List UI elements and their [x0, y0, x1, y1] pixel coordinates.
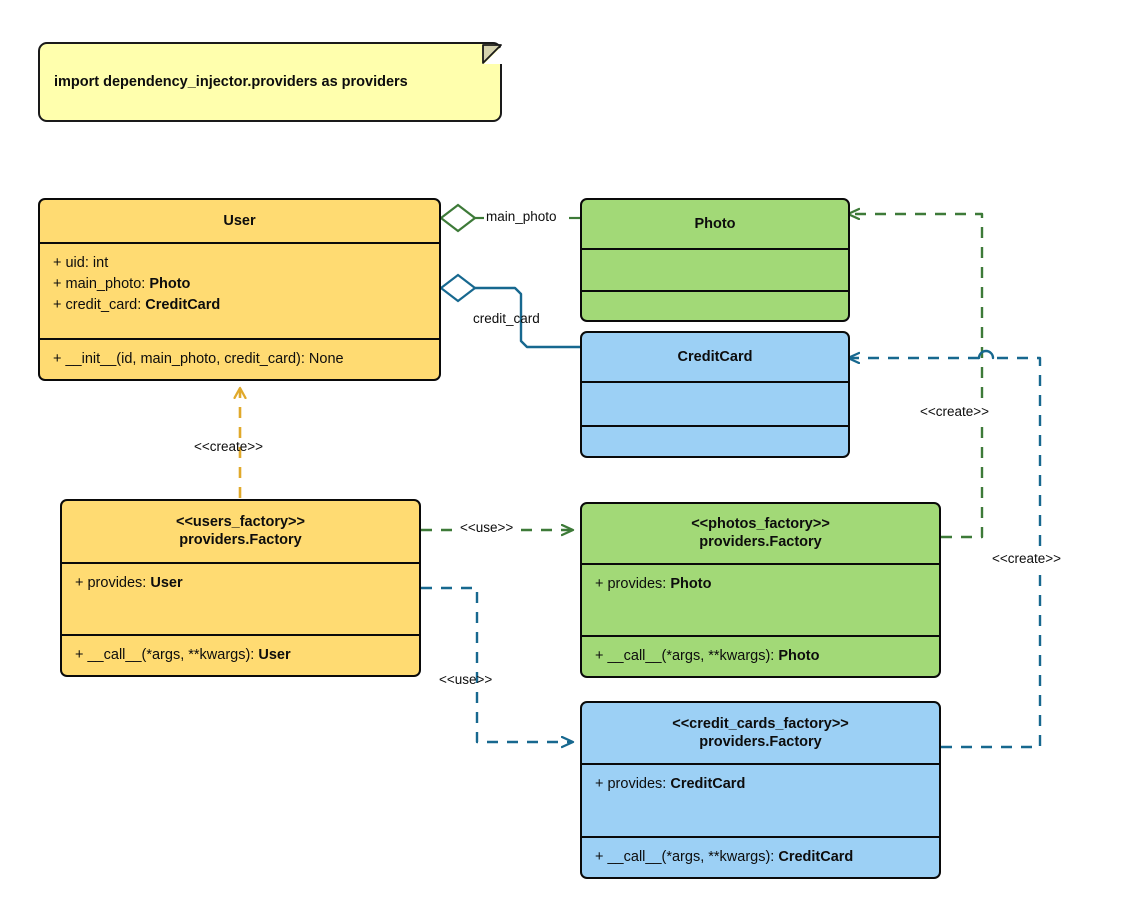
note-corner-fold	[482, 44, 502, 64]
method-type: User	[258, 646, 291, 663]
attr-type: int	[92, 255, 109, 272]
class-photo-header: Photo	[582, 200, 848, 250]
class-photos-factory[interactable]: <<photos_factory>> providers.Factory + p…	[580, 502, 941, 678]
line-hop	[977, 349, 995, 360]
attr-prefix: + provides:	[595, 575, 671, 592]
label-credit-card: credit_card	[473, 311, 540, 326]
attribute-row: + uid: int	[53, 253, 427, 274]
class-credit-cards-factory-stereotype: <<credit_cards_factory>>	[672, 715, 849, 732]
class-users-factory-attributes: + provides: User	[62, 564, 419, 636]
attr-prefix: + provides:	[595, 776, 671, 793]
class-credit-card-attributes	[582, 383, 848, 427]
class-credit-cards-factory[interactable]: <<credit_cards_factory>> providers.Facto…	[580, 701, 941, 879]
class-photos-factory-methods: + __call__(*args, **kwargs): Photo	[582, 637, 939, 676]
method-prefix: + __init__(id, main_photo, credit_card):	[53, 350, 309, 367]
class-photo-title: Photo	[694, 215, 736, 232]
class-users-factory-methods: + __call__(*args, **kwargs): User	[62, 636, 419, 675]
aggregation-diamond-credit-card	[439, 273, 477, 303]
method-type: CreditCard	[778, 848, 854, 865]
class-user[interactable]: User + uid: int + main_photo: Photo + cr…	[38, 198, 441, 381]
label-create-credit-card: <<create>>	[990, 551, 1064, 567]
class-photos-factory-header: <<photos_factory>> providers.Factory	[582, 504, 939, 565]
aggregation-diamond-main-photo	[439, 203, 477, 233]
class-user-attributes: + uid: int + main_photo: Photo + credit_…	[40, 244, 439, 340]
class-photos-factory-stereotype: <<photos_factory>>	[691, 515, 830, 532]
attribute-row: + provides: Photo	[595, 574, 927, 595]
attr-type: CreditCard	[145, 297, 221, 314]
class-credit-cards-factory-title: providers.Factory	[699, 734, 822, 751]
attr-type: User	[150, 574, 183, 591]
class-photos-factory-attributes: + provides: Photo	[582, 565, 939, 637]
method-row: + __init__(id, main_photo, credit_card):…	[53, 349, 427, 370]
note-text: import dependency_injector.providers as …	[54, 73, 408, 90]
connector-use-credit-cards	[421, 586, 572, 742]
class-credit-card-header: CreditCard	[582, 333, 848, 383]
import-note: import dependency_injector.providers as …	[38, 42, 502, 122]
label-use-credit-cards: <<use>>	[439, 672, 493, 687]
class-credit-cards-factory-methods: + __call__(*args, **kwargs): CreditCard	[582, 838, 939, 877]
class-users-factory-header: <<users_factory>> providers.Factory	[62, 501, 419, 564]
class-user-header: User	[40, 200, 439, 245]
class-credit-card[interactable]: CreditCard	[580, 331, 850, 458]
label-create-photo: <<create>>	[918, 404, 992, 420]
attribute-row: + main_photo: Photo	[53, 274, 427, 295]
attr-prefix: + credit_card:	[53, 297, 146, 314]
method-type: None	[308, 350, 344, 367]
class-credit-cards-factory-attributes: + provides: CreditCard	[582, 765, 939, 838]
attr-type: Photo	[149, 276, 191, 293]
connector-create-photo	[849, 214, 984, 539]
class-users-factory-title: providers.Factory	[179, 532, 302, 549]
attribute-row: + credit_card: CreditCard	[53, 295, 427, 316]
attr-prefix: + provides:	[75, 574, 151, 591]
method-row: + __call__(*args, **kwargs): User	[75, 645, 407, 666]
method-prefix: + __call__(*args, **kwargs):	[75, 646, 259, 663]
class-users-factory[interactable]: <<users_factory>> providers.Factory + pr…	[60, 499, 421, 677]
class-credit-cards-factory-header: <<credit_cards_factory>> providers.Facto…	[582, 703, 939, 766]
method-row: + __call__(*args, **kwargs): Photo	[595, 646, 927, 667]
attribute-row: + provides: CreditCard	[595, 774, 927, 795]
method-prefix: + __call__(*args, **kwargs):	[595, 647, 779, 664]
attr-prefix: + main_photo:	[53, 276, 150, 293]
method-type: Photo	[778, 647, 820, 664]
class-user-methods: + __init__(id, main_photo, credit_card):…	[40, 340, 439, 379]
class-credit-card-title: CreditCard	[677, 348, 753, 365]
attr-type: CreditCard	[670, 776, 746, 793]
attr-prefix: + uid:	[53, 255, 93, 272]
attr-type: Photo	[670, 575, 712, 592]
class-user-title: User	[223, 212, 256, 229]
class-photo-methods	[582, 292, 848, 320]
class-credit-card-methods	[582, 427, 848, 456]
method-prefix: + __call__(*args, **kwargs):	[595, 848, 779, 865]
label-main-photo: main_photo	[484, 209, 559, 225]
attribute-row: + provides: User	[75, 573, 407, 594]
class-photo[interactable]: Photo	[580, 198, 850, 322]
label-use-photos: <<use>>	[458, 520, 516, 536]
class-photo-attributes	[582, 250, 848, 292]
class-photos-factory-title: providers.Factory	[699, 534, 822, 551]
class-users-factory-stereotype: <<users_factory>>	[176, 513, 305, 530]
label-create-user: <<create>>	[194, 439, 264, 454]
method-row: + __call__(*args, **kwargs): CreditCard	[595, 847, 927, 868]
